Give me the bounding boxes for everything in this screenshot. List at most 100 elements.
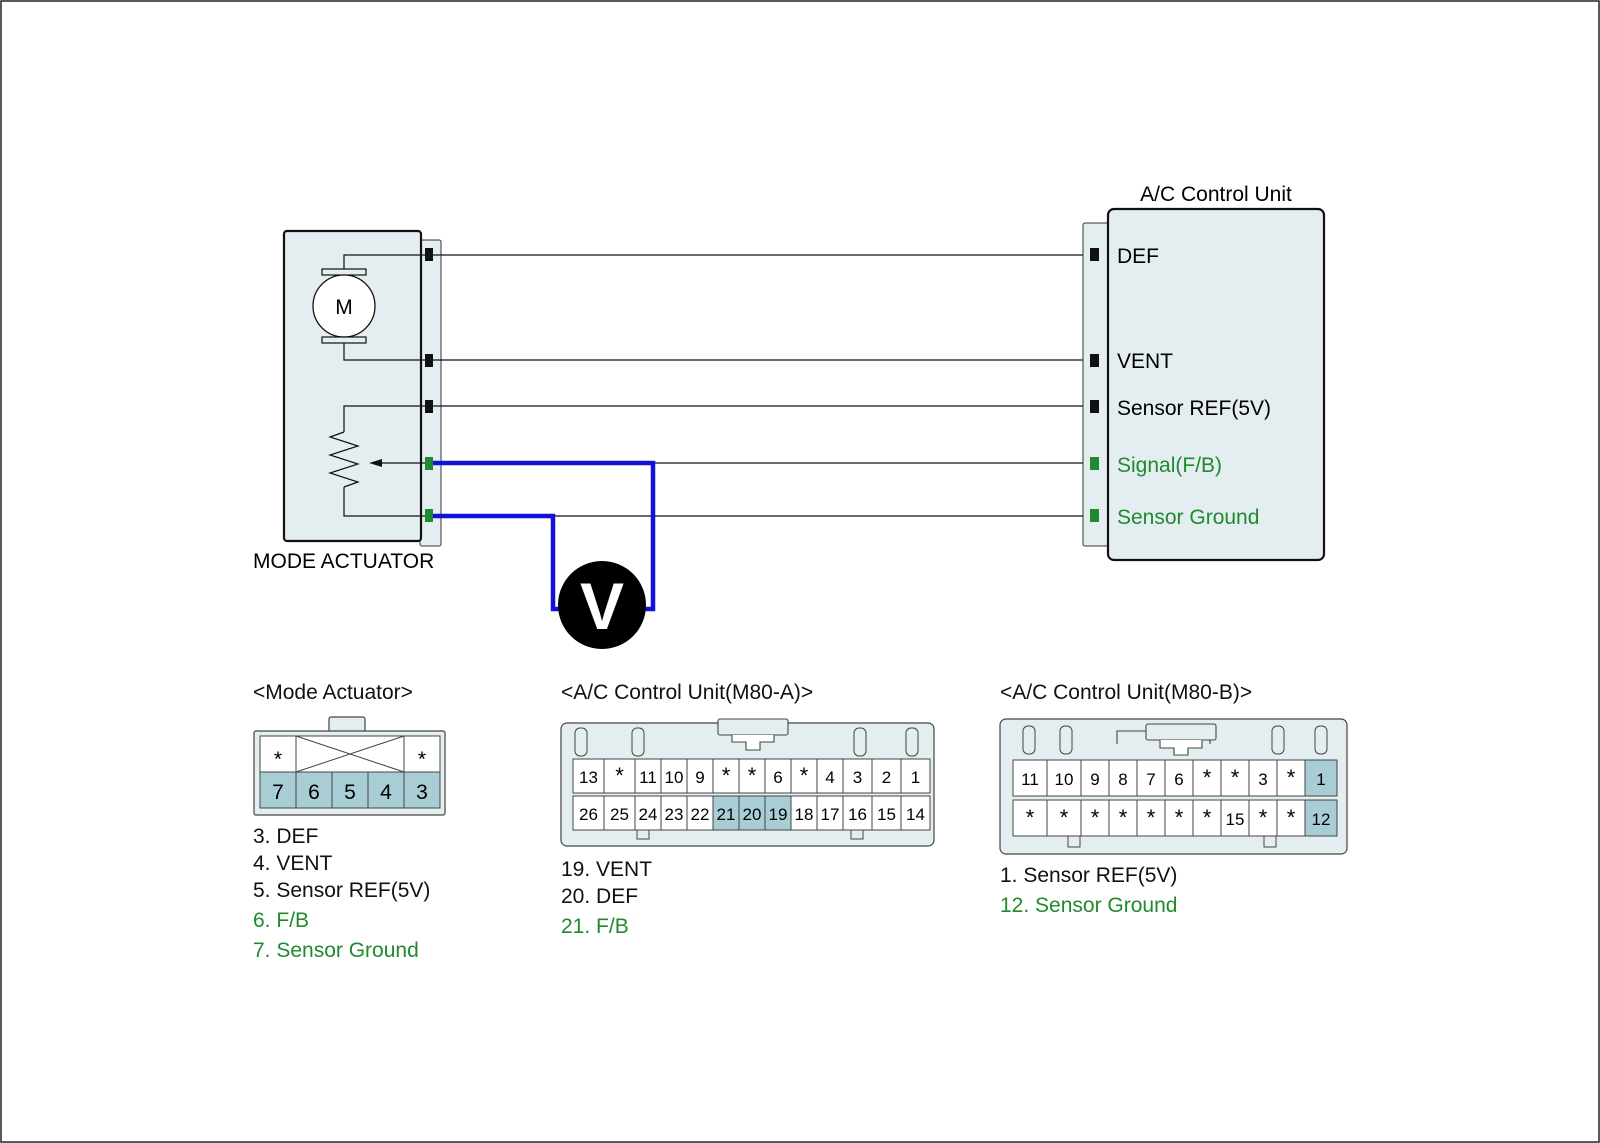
pin-label: 13: [579, 768, 598, 787]
pin-cell: [816, 758, 844, 794]
probe-wire-negative: [433, 513, 560, 612]
pin-cell: [634, 795, 662, 831]
control-unit-pin: [1090, 400, 1099, 413]
pin-label: 18: [795, 805, 814, 824]
pin-label: 11: [639, 768, 657, 787]
actuator-connector-strip: [419, 239, 442, 547]
pin-cell: [1304, 759, 1338, 797]
actuator-pin: [425, 248, 433, 261]
pin-label: 15: [1226, 810, 1245, 829]
pin-label: 22: [691, 805, 710, 824]
pin-cell: [871, 758, 902, 794]
pin-label: *: [1026, 805, 1035, 830]
pin-label: 10: [1055, 770, 1074, 789]
pin-cell: *: [274, 748, 282, 771]
pin-label: *: [1147, 805, 1156, 830]
pin-label: 11: [1021, 770, 1039, 789]
pin-cell: [1108, 759, 1138, 797]
pin-cell: [1136, 759, 1166, 797]
legend-item: 7. Sensor Ground: [253, 939, 419, 962]
pin-label: 17: [821, 805, 840, 824]
pin-label: 8: [1118, 770, 1127, 789]
pin-label: *: [1091, 805, 1100, 830]
pin-cell: [1304, 799, 1338, 837]
pin-cell: [1220, 759, 1250, 797]
pin-cell: *: [418, 748, 426, 771]
pin-label: 4: [825, 768, 834, 787]
motor-icon: M: [312, 254, 428, 361]
voltmeter-label: V: [580, 569, 624, 643]
pin-label: 23: [665, 805, 684, 824]
pin-label: *: [1203, 765, 1212, 790]
pin-label: *: [1287, 765, 1296, 790]
pin-label: 10: [665, 768, 684, 787]
pin-cell: [900, 795, 931, 831]
pin-label: *: [1175, 805, 1184, 830]
actuator-label: MODE ACTUATOR: [253, 550, 434, 573]
pin-cell: [572, 758, 605, 794]
pin-cell: [1080, 799, 1110, 837]
mode-actuator-legend: 3. DEF 4. VENT 5. Sensor REF(5V) 6. F/B …: [253, 823, 430, 964]
pin-label-sensor-ref: Sensor REF(5V): [1117, 397, 1271, 420]
pin-label: *: [1287, 805, 1296, 830]
pin-label: 3: [853, 768, 862, 787]
control-unit-title: A/C Control Unit: [1140, 183, 1292, 206]
pin-label: 6: [308, 781, 320, 804]
mode-actuator-connector-title: <Mode Actuator>: [253, 681, 413, 704]
pin-label: 7: [272, 781, 284, 804]
connector-latch: [717, 718, 789, 736]
pin-cell: [1012, 759, 1048, 797]
pin-label: 14: [906, 805, 925, 824]
legend-item: 6. F/B: [253, 909, 310, 932]
pin-label: *: [800, 763, 809, 788]
pin-cell: [1192, 799, 1222, 837]
pin-label: 24: [639, 805, 658, 824]
pin-label: 4: [380, 781, 392, 804]
pin-cell: [403, 771, 441, 809]
pin-label: 9: [1090, 770, 1099, 789]
pin-label: *: [1231, 765, 1240, 790]
pin-label: *: [1119, 805, 1128, 830]
pin-cell: [842, 758, 873, 794]
actuator-pin: [425, 457, 433, 470]
pin-cell: [295, 771, 333, 809]
mode-actuator: M MODE ACTUATOR: [253, 229, 442, 573]
pin-label: *: [615, 763, 624, 788]
pin-cell: [900, 758, 931, 794]
pin-cell: [603, 795, 636, 831]
pin-cell: [1192, 759, 1222, 797]
pin-label: 3: [416, 781, 428, 804]
m80a-connector-title: <A/C Control Unit(M80-A)>: [561, 681, 814, 704]
wires: [433, 254, 1094, 517]
pin-label: 9: [695, 768, 704, 787]
pin-label: *: [722, 763, 731, 788]
pin-cell: [1012, 799, 1048, 837]
pin-cell: [1276, 799, 1306, 837]
pin-label: 6: [1174, 770, 1183, 789]
legend-item: 19. VENT: [561, 858, 653, 881]
pin-label-sensor-ground: Sensor Ground: [1117, 506, 1259, 529]
pin-cell: [686, 758, 714, 794]
pin-label: 1: [911, 768, 920, 787]
pin-cell: [712, 758, 740, 794]
pin-label: 20: [743, 805, 762, 824]
ac-control-unit: A/C Control Unit DEF VENT Sensor REF(5V)…: [1082, 183, 1326, 562]
pin-label: 3: [1258, 770, 1267, 789]
pin-label: *: [1203, 805, 1212, 830]
actuator-pin: [425, 509, 433, 522]
potentiometer-icon: [328, 405, 428, 517]
connector-latch: [1145, 723, 1217, 741]
pin-label: *: [1259, 805, 1268, 830]
voltmeter-icon: V: [558, 561, 646, 649]
pin-cell: [1248, 759, 1278, 797]
legend-item: 5. Sensor REF(5V): [253, 879, 431, 902]
pin-cell: [871, 795, 902, 831]
control-unit-pin: [1090, 248, 1099, 261]
pin-label: 2: [882, 768, 891, 787]
